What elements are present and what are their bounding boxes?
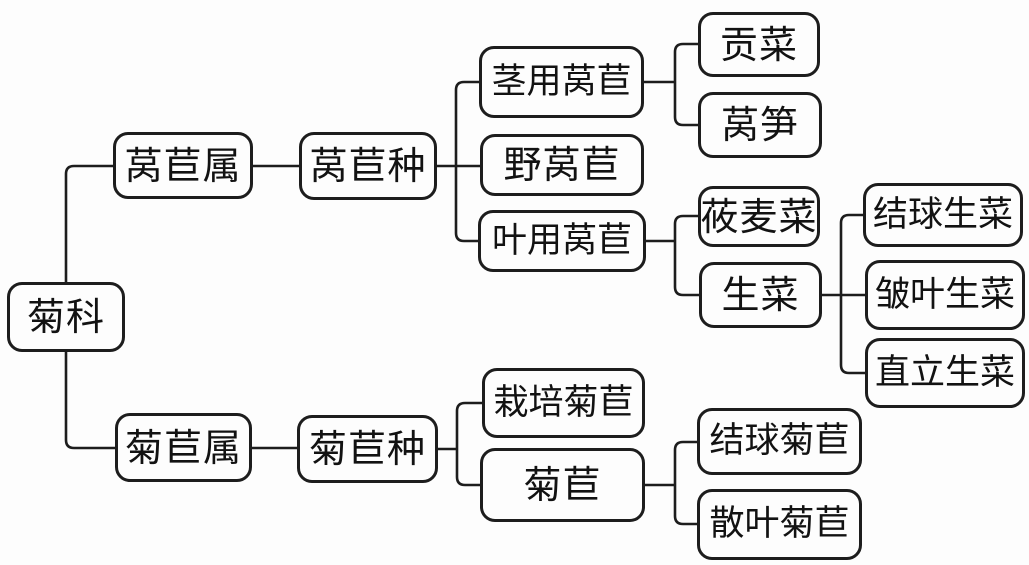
node-upright-lettuce: 直立生菜 xyxy=(865,338,1025,408)
edge-stem-lettuce-children xyxy=(644,42,698,127)
node-lettuce-species: 莴苣种 xyxy=(299,132,437,200)
node-loose-leaf-chicory: 散叶菊苣 xyxy=(697,489,862,560)
edge-shengcai-children xyxy=(822,213,865,375)
node-lactuca-genus: 莴苣属 xyxy=(113,132,253,199)
node-head-lettuce: 结球生菜 xyxy=(863,183,1023,247)
node-gongcai: 贡菜 xyxy=(698,12,820,77)
edge-leaf-lettuce-children xyxy=(646,214,699,297)
node-cultivated-chicory: 栽培菊苣 xyxy=(482,368,645,438)
node-youmaicai: 莜麦菜 xyxy=(698,186,820,247)
node-stem-lettuce: 茎用莴苣 xyxy=(479,46,644,118)
node-wild-lettuce: 野莴苣 xyxy=(480,134,644,196)
node-cichorium-genus: 菊苣属 xyxy=(115,413,252,482)
node-crinkled-leaf-lettuce: 皱叶生菜 xyxy=(865,260,1025,330)
node-family-asteraceae: 菊科 xyxy=(7,282,125,352)
edge-family-cichorium-genus xyxy=(64,352,115,450)
edge-lettuce-species-children xyxy=(437,80,480,243)
edge-chicory-species-children xyxy=(438,401,482,487)
node-chicory-species: 菊苣种 xyxy=(297,415,438,483)
node-head-chicory: 结球菊苣 xyxy=(697,408,862,475)
node-leaf-lettuce: 叶用莴苣 xyxy=(478,210,646,272)
node-wosun-celtuce: 莴笋 xyxy=(698,92,822,158)
node-chicory: 菊苣 xyxy=(480,448,645,522)
node-shengcai-lettuce: 生菜 xyxy=(699,262,822,328)
edge-chicory-children xyxy=(645,440,697,526)
edge-family-lactuca-genus xyxy=(64,164,113,282)
